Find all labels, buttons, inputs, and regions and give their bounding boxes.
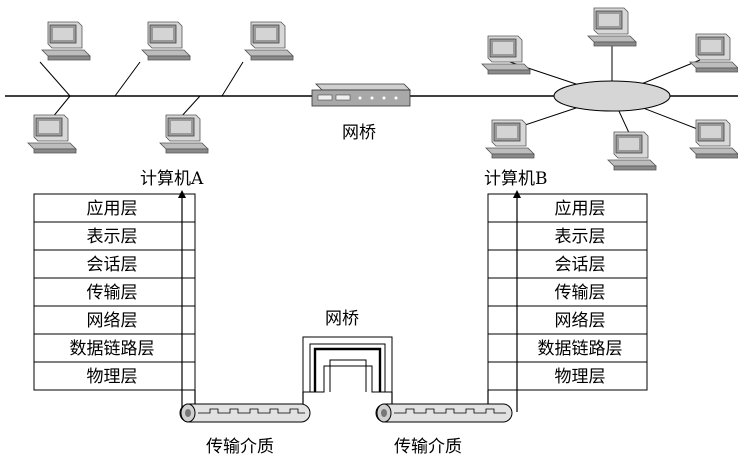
computer-icon — [41, 21, 91, 61]
layer-label: 传输层 — [87, 283, 138, 303]
layer-label: 应用层 — [87, 199, 138, 219]
arrow-up-b — [513, 190, 521, 412]
bridge-device-icon — [311, 83, 411, 107]
computer-a-label: 计算机A — [140, 169, 204, 189]
layer-label: 物理层 — [555, 367, 606, 387]
computer-icon — [607, 131, 657, 171]
computer-icon — [27, 114, 77, 154]
layer-cell — [33, 277, 196, 307]
layer-cell — [487, 249, 648, 279]
layer-cell — [487, 277, 648, 307]
medium-links — [194, 390, 489, 404]
medium-label-right: 传输介质 — [394, 437, 462, 457]
computer-b-label: 计算机B — [484, 169, 548, 189]
layer-label: 应用层 — [555, 199, 606, 219]
computer-icon — [481, 35, 531, 75]
computer-icon — [141, 21, 191, 61]
arrow-up-a — [178, 190, 186, 412]
bus-connectors — [39, 61, 244, 119]
hub-icon — [553, 80, 671, 112]
layer-cell — [33, 193, 196, 223]
medium-label-left: 传输介质 — [206, 437, 274, 457]
layer-cell — [487, 193, 648, 223]
computer-icon — [244, 21, 294, 61]
layer-cell — [487, 361, 648, 391]
bridge-label-mid: 网桥 — [325, 309, 359, 329]
layer-label: 表示层 — [555, 227, 606, 247]
layer-cell — [487, 305, 648, 335]
layer-label: 会话层 — [555, 255, 606, 275]
layer-label: 表示层 — [87, 227, 138, 247]
computer-icon — [587, 7, 637, 47]
cable-icon — [375, 403, 513, 423]
computer-icon — [689, 119, 738, 159]
layer-label: 数据链路层 — [70, 339, 155, 359]
layer-label: 数据链路层 — [538, 339, 623, 359]
layer-cell — [487, 221, 648, 251]
computer-icon — [689, 33, 738, 73]
layer-label: 网络层 — [87, 311, 138, 331]
layer-cell — [33, 361, 196, 391]
layer-label: 传输层 — [555, 283, 606, 303]
cable-icon — [179, 403, 311, 423]
bridge-label-top: 网桥 — [342, 123, 376, 143]
layer-label: 会话层 — [87, 255, 138, 275]
layer-label: 网络层 — [555, 311, 606, 331]
bridge-box — [302, 336, 393, 393]
layer-cell — [33, 221, 196, 251]
computer-icon — [485, 119, 535, 159]
layer-label: 物理层 — [87, 367, 138, 387]
computer-icon — [159, 114, 209, 154]
